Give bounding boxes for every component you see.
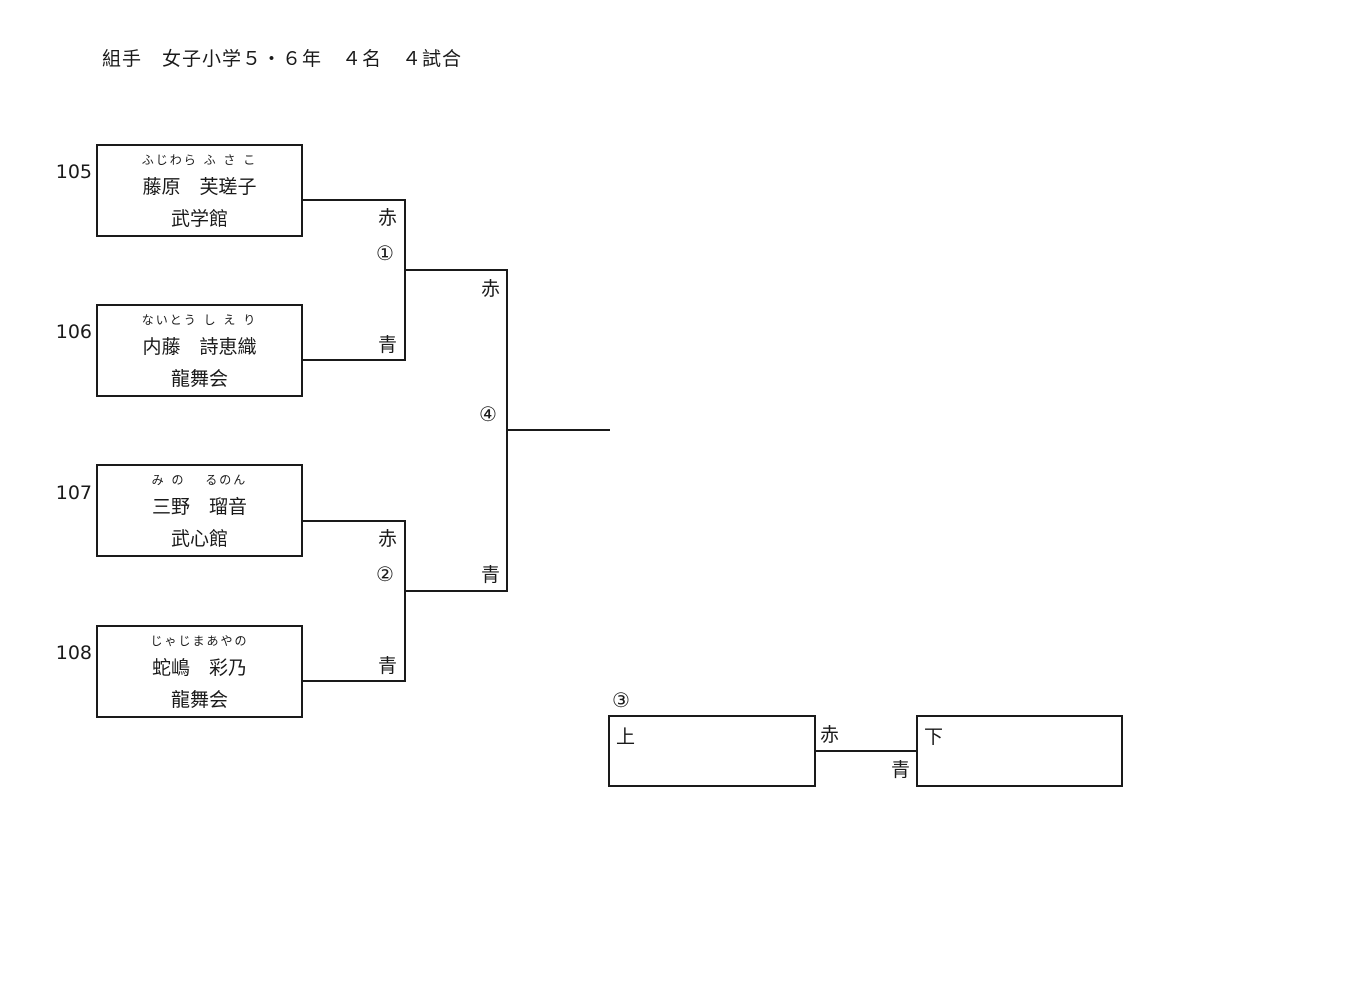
player-ruby: み の るのん xyxy=(151,473,248,487)
seed-number: 108 xyxy=(55,642,92,664)
seed-number: 107 xyxy=(55,482,92,504)
blue-corner-label: 青 xyxy=(481,564,501,586)
red-corner-label: 赤 xyxy=(481,278,501,300)
player-name: 三野 瑠音 xyxy=(151,496,247,518)
player-name: 蛇嶋 彩乃 xyxy=(151,657,247,679)
red-corner-label: 赤 xyxy=(820,724,840,746)
player-name: 藤原 芙瑳子 xyxy=(142,176,257,198)
red-corner-label: 赤 xyxy=(378,528,398,550)
player-club: 武心館 xyxy=(170,528,228,550)
seed-number: 105 xyxy=(55,161,92,183)
winner-line xyxy=(506,429,610,431)
match-number: ① xyxy=(376,241,394,265)
bracket-line xyxy=(404,269,508,271)
bracket-line xyxy=(302,520,406,522)
bracket-line xyxy=(302,199,406,201)
player-club: 龍舞会 xyxy=(170,689,228,711)
blue-corner-label: 青 xyxy=(378,655,398,677)
match-number: ③ xyxy=(612,688,630,712)
red-corner-label: 赤 xyxy=(378,207,398,229)
player-box: じゃじまあやの 蛇嶋 彩乃 龍舞会 xyxy=(96,625,303,718)
bracket-line xyxy=(404,590,508,592)
player-ruby: ないとう し え り xyxy=(141,313,258,327)
player-name: 内藤 詩恵織 xyxy=(142,336,257,358)
player-box: み の るのん 三野 瑠音 武心館 xyxy=(96,464,303,557)
bracket-line xyxy=(814,750,918,752)
bracket-line xyxy=(302,359,406,361)
lower-label: 下 xyxy=(924,726,944,748)
match-number: ④ xyxy=(479,402,497,426)
upper-box: 上 xyxy=(608,715,816,787)
player-box: ふじわら ふ さ こ 藤原 芙瑳子 武学館 xyxy=(96,144,303,237)
player-box: ないとう し え り 内藤 詩恵織 龍舞会 xyxy=(96,304,303,397)
bracket-line xyxy=(404,199,406,361)
blue-corner-label: 青 xyxy=(891,759,911,781)
player-ruby: ふじわら ふ さ こ xyxy=(141,153,258,167)
seed-number: 106 xyxy=(55,321,92,343)
bracket-line xyxy=(404,520,406,682)
player-club: 武学館 xyxy=(170,208,228,230)
blue-corner-label: 青 xyxy=(378,334,398,356)
bracket-line xyxy=(302,680,406,682)
player-ruby: じゃじまあやの xyxy=(150,634,249,648)
match-number: ② xyxy=(376,562,394,586)
upper-label: 上 xyxy=(616,726,636,748)
lower-box: 下 xyxy=(916,715,1123,787)
page-title: 組手 女子小学５・６年 ４名 ４試合 xyxy=(102,48,463,70)
player-club: 龍舞会 xyxy=(170,368,228,390)
